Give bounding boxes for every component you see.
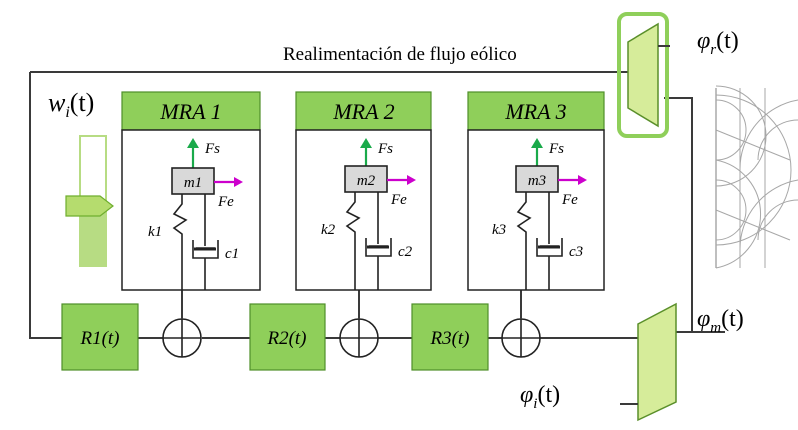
spring-icon (345, 192, 361, 290)
left-feedback-line (29, 72, 62, 339)
damper-icon (365, 192, 392, 290)
mass-label-2: m2 (357, 173, 376, 189)
wind-input-label: wi(t) (48, 88, 94, 121)
regulator-label-2: R2(t) (266, 328, 306, 349)
mass-spring-damper-3: Fs m3 Fe k3 c3 (492, 138, 587, 290)
regulator-box-2: R2(t) (249, 303, 326, 371)
damper-icon (192, 194, 219, 290)
fe-label-1: Fe (217, 194, 234, 210)
fe-label-3: Fe (561, 192, 578, 208)
mra-title-2: MRA 2 (332, 99, 394, 124)
spring-label-3: k3 (492, 222, 506, 238)
damper-label-1: c1 (225, 246, 239, 262)
phi-i-label: φi(t) (520, 382, 560, 412)
summing-junction-1 (162, 318, 202, 358)
fs-label-3: Fs (548, 141, 564, 157)
summing-junction-3 (501, 318, 541, 358)
fe-arrow-icon (407, 175, 416, 185)
feedback-label: Realimentación de flujo eólico (283, 44, 517, 65)
mra-title-1: MRA 1 (159, 99, 221, 124)
fs-arrow-icon (360, 138, 372, 148)
summing-junction-2 (339, 318, 379, 358)
damper-icon (536, 192, 563, 290)
fs-label-1: Fs (204, 141, 220, 157)
mra-title-3: MRA 3 (504, 99, 566, 124)
slider-handle-icon[interactable] (65, 195, 114, 217)
spring-icon (172, 194, 188, 290)
mra-module-3: MRA 3 Fs m3 Fe k3 c3 (467, 91, 605, 291)
fe-arrow-icon (578, 175, 587, 185)
reflected-flow-block (617, 12, 670, 138)
regulator-label-1: R1(t) (79, 328, 119, 349)
phi-m-label: φm(t) (697, 306, 744, 336)
mass-spring-damper-1: Fs m1 Fe k1 c1 (148, 138, 243, 290)
fe-arrow-icon (234, 177, 243, 187)
phi-r-label: φr(t) (697, 28, 739, 58)
regulator-box-1: R1(t) (61, 303, 139, 371)
damper-label-2: c2 (398, 244, 413, 260)
fs-arrow-icon (187, 138, 199, 148)
fe-label-2: Fe (390, 192, 407, 208)
mass-label-1: m1 (184, 175, 202, 191)
mass-label-3: m3 (528, 173, 546, 189)
regulator-label-3: R3(t) (429, 328, 469, 349)
fs-label-2: Fs (377, 141, 393, 157)
regulator-box-3: R3(t) (411, 303, 489, 371)
wind-input-slider[interactable] (65, 135, 114, 267)
mra-to-junction-lines (181, 290, 522, 319)
damper-label-3: c3 (569, 244, 583, 260)
mra-module-1: MRA 1 Fs m1 Fe k1 c1 (121, 91, 261, 291)
wave-pattern-icon (715, 85, 798, 269)
fs-arrow-icon (531, 138, 543, 148)
mra-module-2: MRA 2 Fs m2 Fe k2 c2 (295, 91, 432, 291)
input-flow-block (620, 302, 677, 422)
spring-icon (516, 192, 532, 290)
output-line (664, 97, 693, 333)
spring-label-1: k1 (148, 224, 162, 240)
spring-label-2: k2 (321, 222, 336, 238)
mass-spring-damper-2: Fs m2 Fe k2 c2 (321, 138, 416, 290)
